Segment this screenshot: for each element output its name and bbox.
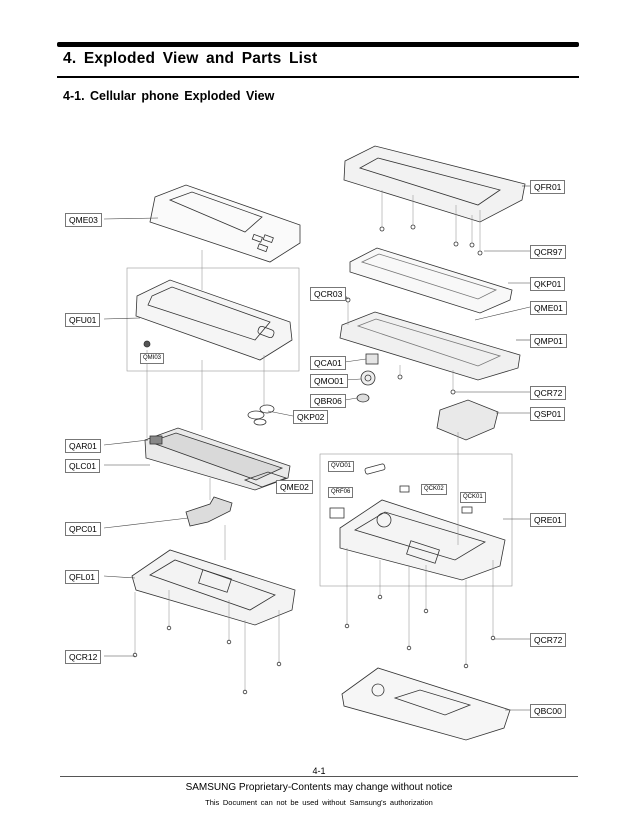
callout-QLC01: QLC01 — [65, 459, 100, 473]
callout-QMP01: QMP01 — [530, 334, 567, 348]
callout-QFR01: QFR01 — [530, 180, 566, 194]
rear-housing-part — [339, 499, 506, 581]
rf-cover-part — [329, 507, 345, 519]
footer-rule — [60, 776, 578, 777]
keypad-frame-part — [343, 145, 526, 223]
page-number: 4-1 — [312, 766, 326, 776]
battery-cover-part — [341, 667, 511, 741]
callout-QMO01: QMO01 — [310, 374, 348, 388]
flex-cable-part — [185, 496, 233, 527]
front-frame-part — [131, 549, 296, 626]
callout-QCR72-bottom: QCR72 — [530, 633, 567, 647]
speaker-module-part — [436, 399, 499, 441]
front-screws — [132, 625, 282, 695]
footer-authorization-notice: This Document can not be used without Sa… — [205, 798, 433, 807]
callout-QCK02: QCK02 — [421, 484, 447, 495]
volume-key-part — [364, 463, 386, 475]
rear-assembly-box — [319, 453, 513, 587]
callout-QRE01: QRE01 — [530, 513, 566, 527]
callout-QPC01: QPC01 — [65, 522, 101, 536]
footer-proprietary-notice: SAMSUNG Proprietary-Contents may change … — [185, 782, 453, 793]
side-key-part-2 — [399, 485, 410, 493]
callout-QME01: QME01 — [530, 301, 567, 315]
section-title: 4-1. Cellular phone Exploded View — [63, 89, 275, 103]
keypad-frame-screws — [379, 224, 483, 256]
rear-screws — [344, 594, 496, 669]
top-rule — [57, 42, 579, 47]
front-assembly-box — [126, 267, 300, 372]
callout-QCR72-top: QCR72 — [530, 386, 567, 400]
title-underline — [57, 76, 579, 78]
callout-QFL01: QFL01 — [65, 570, 99, 584]
lcd-part — [144, 427, 291, 491]
callout-QMI03: QMI03 — [140, 353, 165, 364]
window-part — [149, 184, 301, 263]
callout-QME03: QME03 — [65, 213, 102, 227]
callout-QME02: QME02 — [276, 480, 313, 494]
callout-QRF06: QRF06 — [328, 487, 354, 498]
lcd-bracket-part — [243, 471, 288, 488]
callout-QCR97: QCR97 — [530, 245, 567, 259]
main-board-part — [339, 311, 521, 381]
callout-QCA01: QCA01 — [310, 356, 346, 370]
page-title: 4. Exploded View and Parts List — [63, 50, 318, 67]
camera-part — [365, 353, 379, 365]
callout-QSP01: QSP01 — [530, 407, 566, 421]
side-key-part — [247, 404, 275, 426]
connector-part — [461, 506, 473, 514]
callout-QCR03: QCR03 — [310, 287, 347, 301]
bracket-part — [356, 393, 370, 403]
callout-QKP02: QKP02 — [293, 410, 329, 424]
callout-QCK01: QCK01 — [460, 492, 486, 503]
callout-QCR12: QCR12 — [65, 650, 102, 664]
callout-QVO01: QVO01 — [328, 461, 355, 472]
front-housing-part — [135, 279, 293, 361]
callout-QFU01: QFU01 — [65, 313, 101, 327]
callout-QBR06: QBR06 — [310, 394, 346, 408]
callout-QAR01: QAR01 — [65, 439, 101, 453]
motor-part — [360, 370, 376, 386]
callout-QKP01: QKP01 — [530, 277, 566, 291]
qwerty-keypad-part — [349, 247, 513, 314]
callout-QBC00: QBC00 — [530, 704, 566, 718]
